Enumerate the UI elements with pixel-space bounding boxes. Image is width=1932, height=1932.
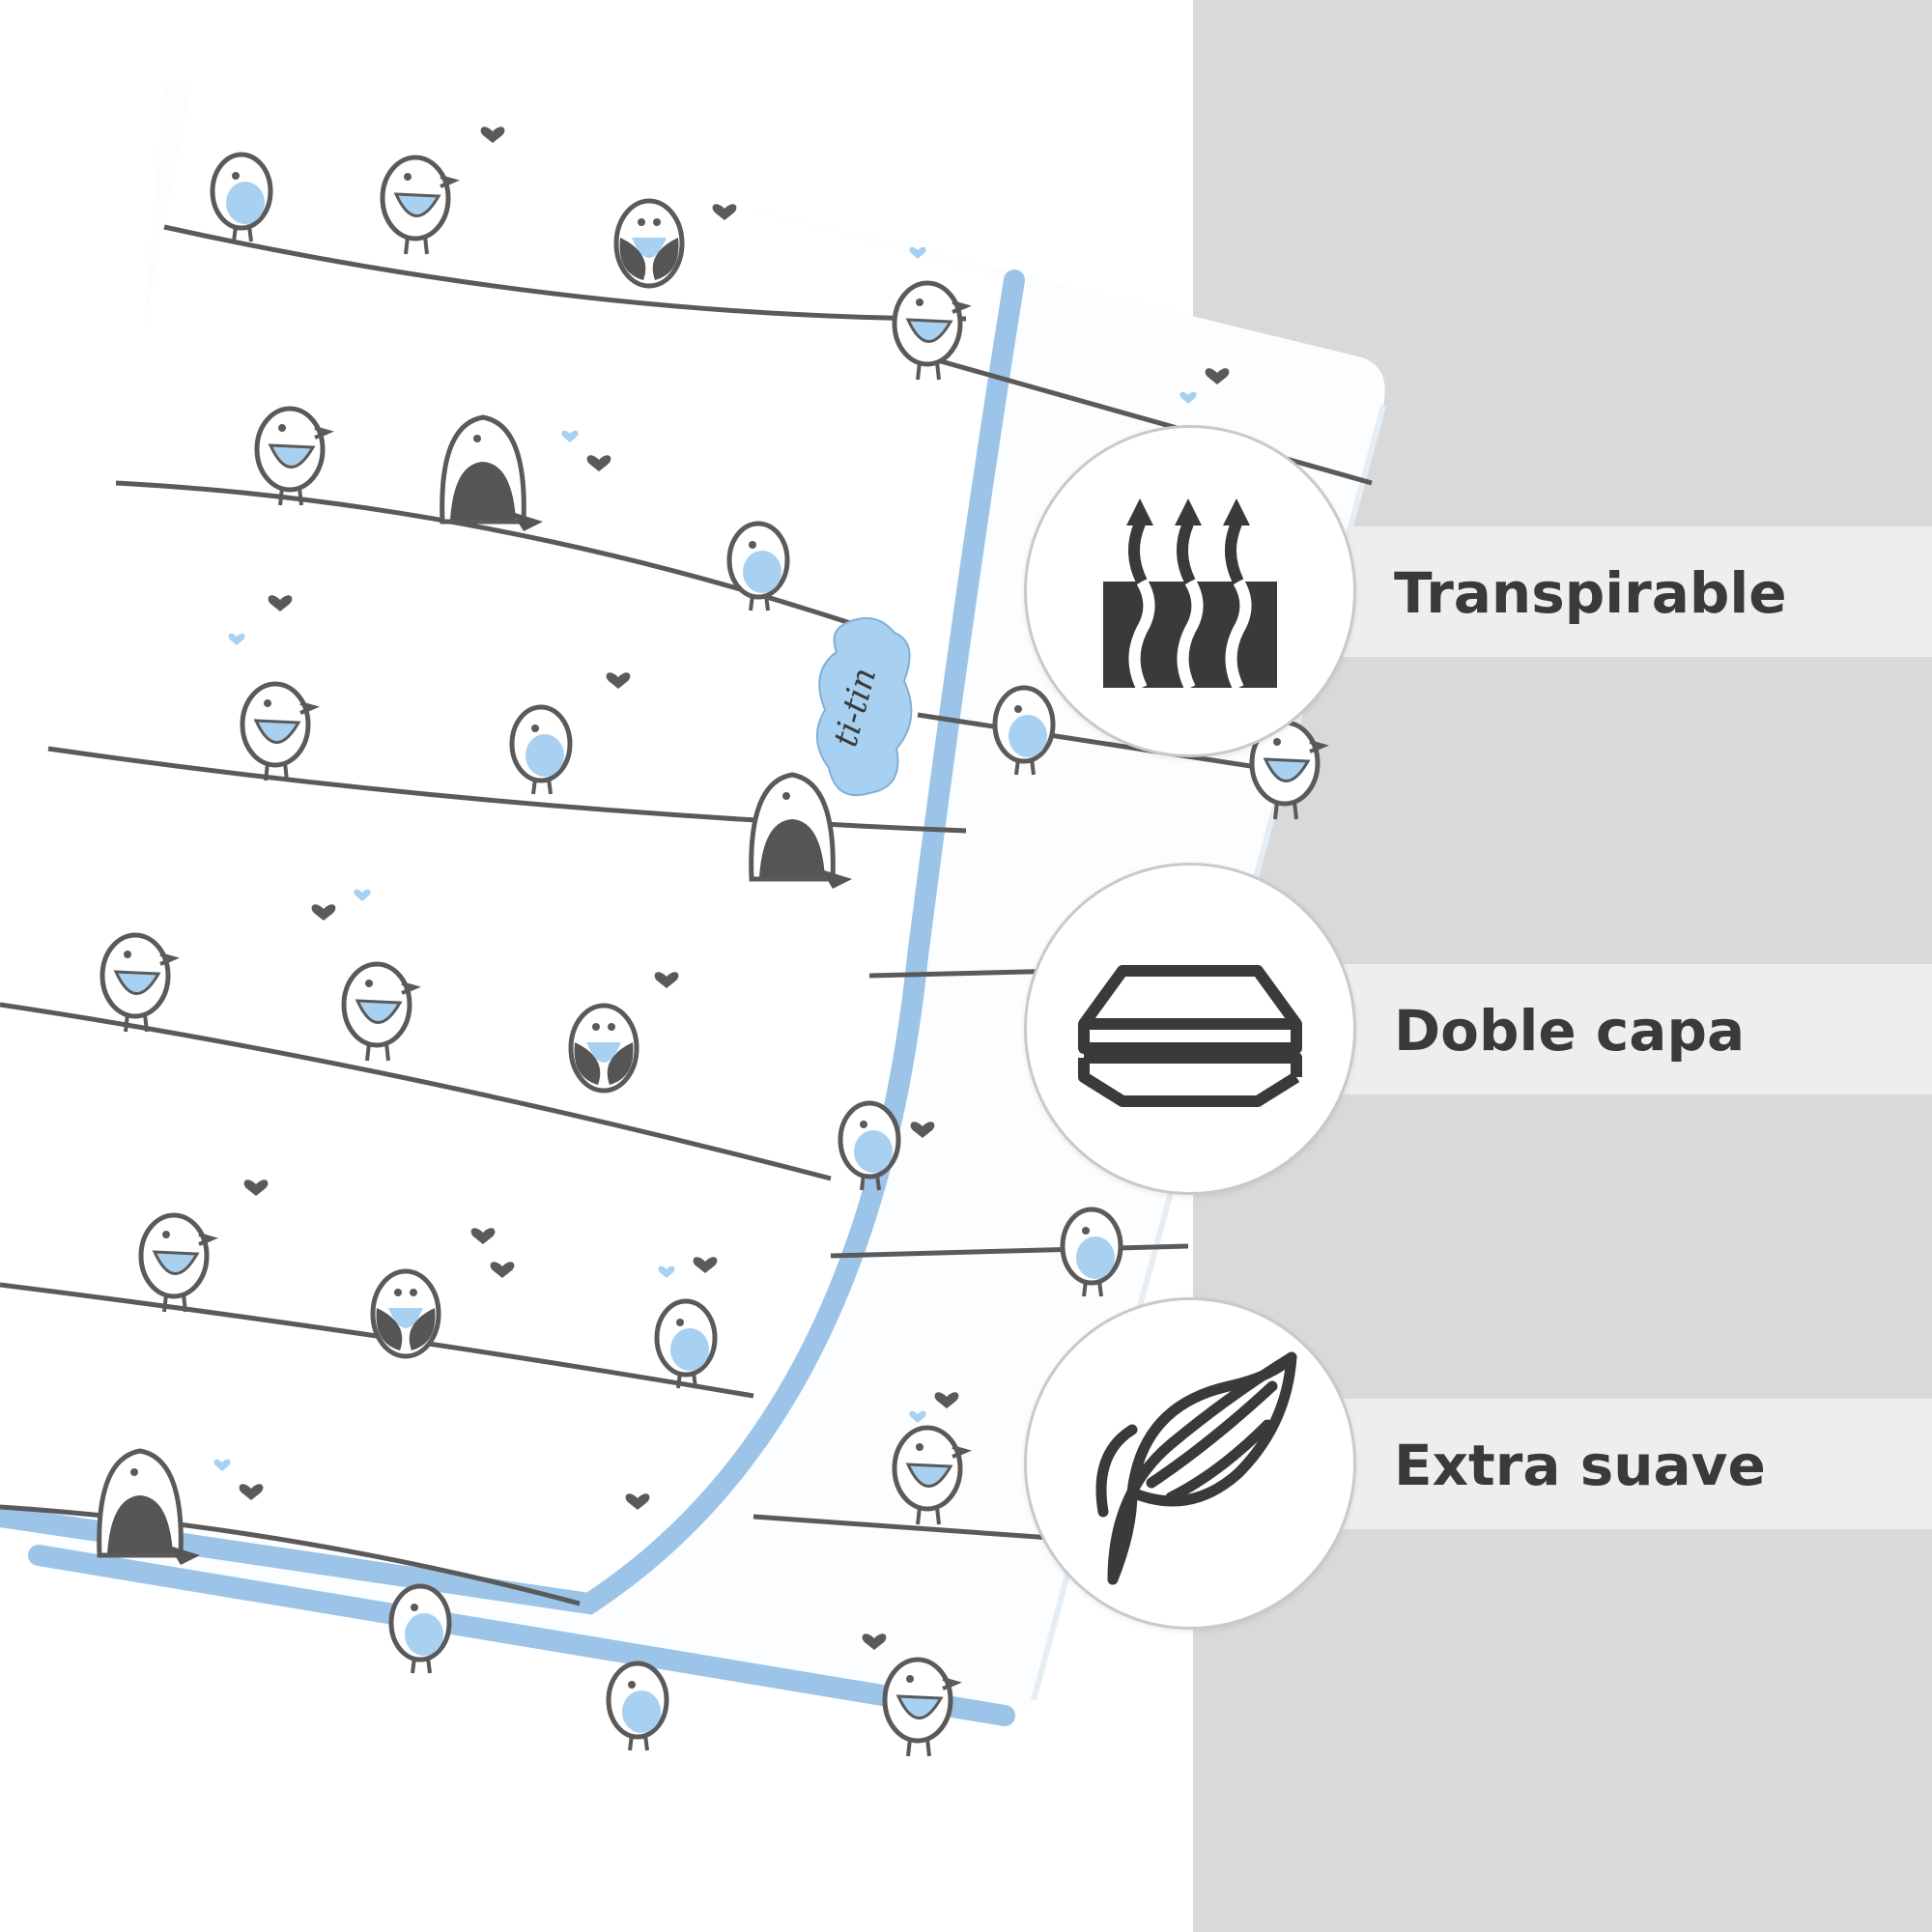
- brand-tag: ti-tin: [815, 616, 913, 797]
- leaf-icon: [1095, 1351, 1297, 1585]
- double-layer-icon-circle: [1024, 863, 1356, 1195]
- breathable-icon-circle: [1024, 425, 1356, 757]
- breathable-icon: [1103, 498, 1277, 691]
- leaf-icon-circle: [1024, 1297, 1356, 1630]
- feature-label-extra-soft: Extra suave: [1394, 1433, 1766, 1498]
- double-layer-icon: [1078, 965, 1302, 1107]
- feature-label-breathable: Transpirable: [1394, 560, 1787, 626]
- product-image-changing-pad: [0, 71, 1386, 1893]
- feature-label-double-layer: Doble capa: [1394, 998, 1746, 1064]
